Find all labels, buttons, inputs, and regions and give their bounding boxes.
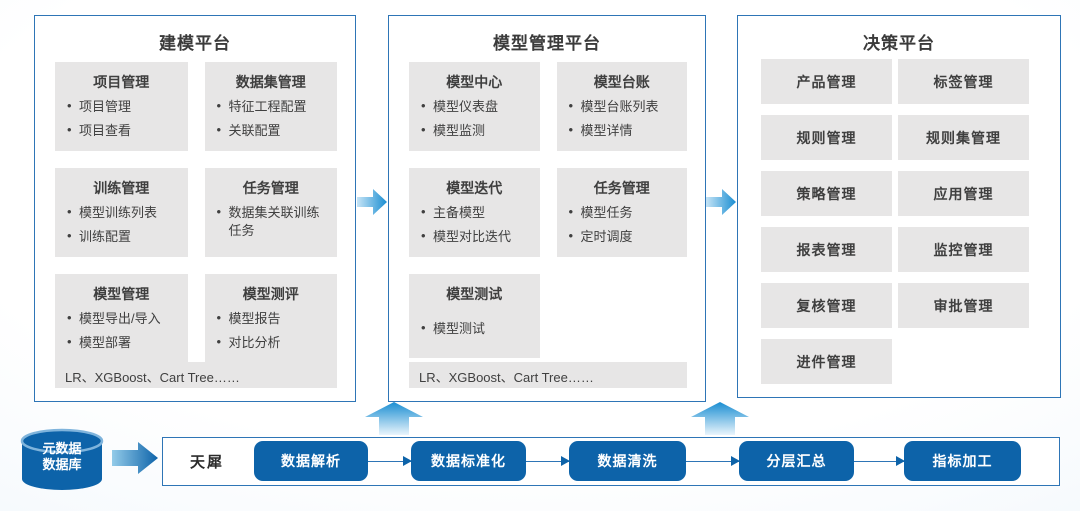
module-item: 训练配置 (63, 227, 180, 246)
tile-rule-mgmt: 规则管理 (761, 115, 892, 160)
module-item: 模型任务 (565, 203, 680, 222)
module-item: 主备模型 (417, 203, 532, 222)
module-task-mgmt: 任务管理 模型任务 定时调度 (556, 168, 687, 258)
up-block-arrow-icon (365, 402, 423, 435)
database-label-line1: 元数据 (42, 441, 82, 456)
engine-label: 天犀 (189, 453, 224, 471)
module-item: 模型对比迭代 (417, 227, 532, 246)
tile-monitor-mgmt: 监控管理 (898, 227, 1029, 272)
module-title: 模型迭代 (446, 180, 503, 197)
flow-step-layer-aggregate: 分层汇总 (739, 441, 854, 481)
module-title: 模型测评 (242, 286, 299, 303)
panel-modeling-platform: 建模平台 项目管理 项目管理 项目查看 数据集管理 特征工程配置 关联配置 训练… (34, 15, 356, 402)
module-item: 模型监测 (417, 121, 532, 140)
module-training-mgmt: 训练管理 模型训练列表 训练配置 (55, 168, 188, 258)
module-model-iteration: 模型迭代 主备模型 模型对比迭代 (409, 168, 540, 258)
tile-intake-mgmt: 进件管理 (761, 339, 892, 384)
tile-approval-mgmt: 审批管理 (898, 283, 1029, 328)
module-model-test: 模型测试 模型测试 (409, 274, 540, 359)
module-item: 关联配置 (213, 121, 330, 140)
panel-model-management-platform: 模型管理平台 模型中心 模型仪表盘 模型监测 模型台账 模型台账列表 模型详情 … (388, 15, 706, 402)
module-title: 任务管理 (242, 180, 299, 197)
module-grid: 模型中心 模型仪表盘 模型监测 模型台账 模型台账列表 模型详情 模型迭代 主备… (409, 62, 687, 359)
module-item: 定时调度 (565, 227, 680, 246)
panel-title: 决策平台 (863, 34, 935, 53)
up-block-arrow-icon (691, 402, 749, 435)
tile-grid: 产品管理 标签管理 规则管理 规则集管理 策略管理 应用管理 报表管理 监控管理… (761, 59, 1029, 384)
tile-app-mgmt: 应用管理 (898, 171, 1029, 216)
module-model-center: 模型中心 模型仪表盘 模型监测 (409, 62, 540, 152)
module-item: 模型仪表盘 (417, 97, 532, 116)
flow-connector-arrow-icon (526, 455, 570, 466)
module-model-eval: 模型测评 模型报告 对比分析 (204, 274, 337, 364)
module-item: 模型导出/导入 (63, 309, 180, 328)
tile-ruleset-mgmt: 规则集管理 (898, 115, 1029, 160)
module-title: 模型中心 (446, 74, 503, 90)
right-block-arrow-icon (706, 189, 736, 215)
module-item: 模型详情 (565, 121, 680, 140)
module-grid: 项目管理 项目管理 项目查看 数据集管理 特征工程配置 关联配置 训练管理 模型… (55, 62, 337, 364)
module-title: 任务管理 (593, 180, 650, 197)
module-title: 模型测试 (446, 286, 503, 303)
module-item: 特征工程配置 (213, 97, 330, 116)
module-title: 模型管理 (93, 286, 150, 303)
flow-step-data-parse: 数据解析 (254, 441, 368, 481)
module-item: 模型测试 (417, 319, 532, 338)
module-item: 项目管理 (63, 97, 180, 116)
database-label: 元数据 数据库 (18, 441, 106, 473)
tile-report-mgmt: 报表管理 (761, 227, 892, 272)
tile-review-mgmt: 复核管理 (761, 283, 892, 328)
flow-step-data-clean: 数据清洗 (569, 441, 686, 481)
flow-connector-arrow-icon (368, 455, 412, 466)
right-block-arrow-icon (112, 442, 158, 474)
right-block-arrow-icon (357, 189, 387, 215)
module-title: 训练管理 (93, 180, 150, 197)
tile-product-mgmt: 产品管理 (761, 59, 892, 104)
module-dataset-mgmt: 数据集管理 特征工程配置 关联配置 (204, 62, 337, 152)
module-item: 模型台账列表 (565, 97, 680, 116)
module-item: 模型训练列表 (63, 203, 180, 222)
algorithms-footer: LR、XGBoost、Cart Tree…… (409, 362, 687, 388)
panel-title: 建模平台 (159, 34, 231, 53)
flow-connector-arrow-icon (686, 455, 740, 466)
module-project-mgmt: 项目管理 项目管理 项目查看 (55, 62, 188, 152)
database-cylinder-icon (20, 428, 104, 490)
module-item: 模型部署 (63, 333, 180, 352)
flow-step-indicator-process: 指标加工 (904, 441, 1021, 481)
tile-strategy-mgmt: 策略管理 (761, 171, 892, 216)
module-task-mgmt: 任务管理 数据集关联训练任务 (204, 168, 337, 258)
module-title: 数据集管理 (235, 74, 306, 90)
data-pipeline-bar: 天犀 数据解析 数据标准化 数据清洗 分层汇总 指标加工 (162, 437, 1060, 486)
module-model-ledger: 模型台账 模型台账列表 模型详情 (556, 62, 687, 152)
flow-connector-arrow-icon (854, 455, 905, 466)
module-item: 项目查看 (63, 121, 180, 140)
module-title: 项目管理 (93, 74, 150, 90)
module-item: 数据集关联训练任务 (213, 203, 330, 239)
flow-step-data-standardize: 数据标准化 (411, 441, 526, 481)
module-item: 模型报告 (213, 309, 330, 328)
algorithms-footer: LR、XGBoost、Cart Tree…… (55, 362, 337, 388)
panel-title: 模型管理平台 (493, 34, 601, 53)
module-title: 模型台账 (593, 74, 650, 90)
panel-decision-platform: 决策平台 产品管理 标签管理 规则管理 规则集管理 策略管理 应用管理 报表管理… (737, 15, 1061, 398)
module-item: 对比分析 (213, 333, 330, 352)
database-label-line2: 数据库 (42, 457, 82, 472)
module-model-mgmt: 模型管理 模型导出/导入 模型部署 (55, 274, 188, 364)
tile-label-mgmt: 标签管理 (898, 59, 1029, 104)
